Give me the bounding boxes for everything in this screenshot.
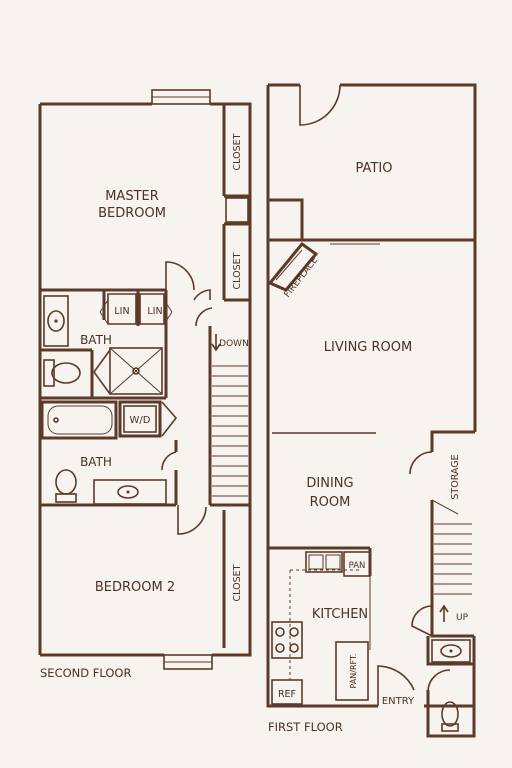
kitchen-label: KITCHEN xyxy=(312,607,368,622)
pantry-fridge xyxy=(335,641,369,701)
patio-label: PATIO xyxy=(356,161,393,176)
storage-label: STORAGE xyxy=(450,454,461,499)
patio-closet xyxy=(268,198,304,240)
stair-walls xyxy=(208,326,250,507)
closet-mid-label: CLOSET xyxy=(232,252,243,289)
linen-closet-left xyxy=(107,293,137,325)
pantry-label: PAN xyxy=(349,561,366,571)
washer-dryer xyxy=(118,400,162,438)
master-bedroom-label-line1: MASTER xyxy=(105,189,159,204)
upper-bath-label: BATH xyxy=(80,333,112,347)
closet-top-label: CLOSET xyxy=(232,133,243,170)
upper-bath-walls xyxy=(40,326,168,400)
hall-door-swing xyxy=(195,307,213,327)
closet-bottom-label: CLOSET xyxy=(232,564,243,601)
first-floor-caption: FIRST FLOOR xyxy=(268,720,343,734)
closet-shelf xyxy=(225,197,249,223)
dining-room-label-line2: ROOM xyxy=(310,495,351,510)
half-bath-sink xyxy=(431,639,471,663)
stairs-first-floor xyxy=(434,523,472,595)
living-room-label: LIVING ROOM xyxy=(324,340,412,355)
entry-label: ENTRY xyxy=(382,696,415,707)
bedroom2-door-swing xyxy=(177,505,207,535)
first-floor-outer-wall xyxy=(266,83,477,708)
entry-door-swing xyxy=(377,665,415,706)
lower-bath-toilet xyxy=(55,469,77,495)
pantry-fridge-label: PAN/RFT. xyxy=(349,654,358,689)
second-floor-caption: SECOND FLOOR xyxy=(40,666,131,680)
second-floor xyxy=(38,89,252,670)
stair-down-arrow xyxy=(211,334,221,352)
half-bath-toilet xyxy=(441,701,459,727)
lower-bath-walls xyxy=(40,440,178,507)
second-floor-outer-wall xyxy=(38,102,252,657)
fireplace xyxy=(267,241,319,292)
master-bedroom-label-line2: BEDROOM xyxy=(98,206,166,221)
shower xyxy=(109,347,163,395)
washer-dryer-label: W/D xyxy=(130,415,151,426)
closet-top-walls xyxy=(222,104,250,198)
refrigerator-label: REF xyxy=(278,689,296,700)
upper-bath-sink xyxy=(43,295,69,347)
master-bedroom-bottom-wall xyxy=(40,288,168,326)
refrigerator xyxy=(271,679,303,705)
stair-down-label: DOWN xyxy=(219,339,249,349)
dining-room-label-line1: DINING xyxy=(306,476,353,491)
stair-up-label: UP xyxy=(456,613,469,623)
upper-bath-toilet xyxy=(43,359,55,387)
kitchen-sink xyxy=(305,551,343,573)
stair-up-arrow xyxy=(439,604,449,622)
linen-left-label: LIN xyxy=(114,306,129,317)
bedroom2-label: BEDROOM 2 xyxy=(95,580,175,595)
lower-bath-label: BATH xyxy=(80,455,112,469)
master-door-swing xyxy=(165,261,195,291)
closet-mid-walls xyxy=(222,222,250,302)
patio-door-swing xyxy=(299,84,341,126)
stove xyxy=(271,621,303,659)
lower-bath-vanity xyxy=(93,479,167,505)
half-bath-walls xyxy=(426,636,474,666)
pantry xyxy=(343,551,371,577)
stairs-second-floor xyxy=(212,365,248,497)
first-floor xyxy=(266,83,477,738)
linen-right-label: LIN xyxy=(147,306,162,317)
bathtub xyxy=(40,400,118,440)
